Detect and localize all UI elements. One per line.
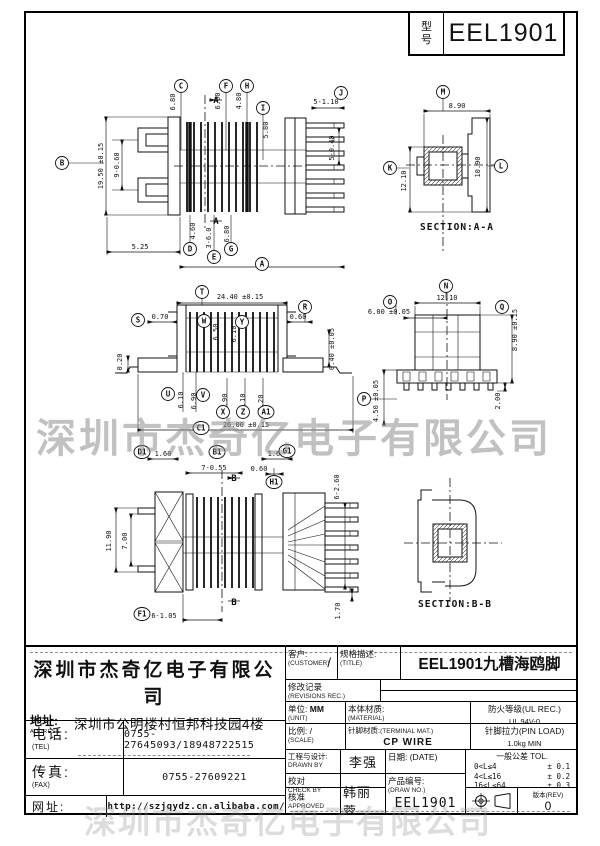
address-label: 地址:: [30, 714, 58, 728]
revisions-cell: 修改记录 (REVISIONS REC.): [286, 680, 381, 701]
date-label: 日期: (DATE): [388, 752, 438, 762]
revisions-entries: [381, 680, 578, 701]
fax-value: 0755-27609221: [162, 771, 247, 783]
drawno-label: 产品编号:: [388, 776, 425, 786]
tel-label: 电话:: [32, 726, 70, 742]
terminal-label: 针脚材质:: [348, 726, 381, 735]
unit-label-en: (UNIT): [288, 715, 308, 722]
revisions-label: 修改记录: [288, 682, 323, 692]
approve-name: 韩丽蓉: [343, 785, 372, 815]
drawn-label-en: DRAWN BY: [288, 762, 323, 769]
watermark-dash-line: [78, 755, 250, 756]
revision-label: 版本(REV): [532, 792, 564, 799]
revisions-label-en: (REVISIONS REC.): [288, 693, 346, 700]
spec-cell: 规格描述: (TITLE): [338, 647, 401, 679]
tol-value: ± 0.2: [547, 771, 570, 781]
tol-value: ± 0.1: [547, 762, 570, 771]
tel-value: 0755-27645093/18948722515: [124, 728, 255, 751]
tol-value: ± 0.3: [547, 781, 570, 790]
fire-label: 防火等级(UL REC.): [488, 704, 561, 714]
tolerance-title: 一般公差 TOL.: [496, 752, 548, 761]
fire-value: UL 94V-0: [509, 717, 540, 723]
fax-row: 传真: (FAX) 0755-27609221: [24, 758, 285, 795]
check-label: 校对: [288, 776, 306, 786]
customer-cell: 客户: (CUSTOMER) /: [286, 647, 338, 679]
pin-load-cell: 针脚拉力(PIN LOAD) 1.0kg MIN: [471, 724, 578, 749]
customer-value: /: [327, 655, 331, 670]
approve-label: 核准: [288, 792, 306, 802]
web-row: 网址: http://szjqydz.cn.alibaba.com/: [24, 795, 285, 817]
fax-label-en: (FAX): [32, 782, 50, 789]
spec-label: 规格描述:: [340, 649, 377, 659]
tel-label-en: (TEL): [32, 744, 50, 751]
pinload-label: 针脚拉力(PIN LOAD): [484, 726, 565, 736]
model-value: EEL1901: [448, 19, 559, 47]
material-label: 本体材质:: [348, 704, 385, 714]
terminal-cell: 针脚材质:(TERMINAL MAT.) CP WIRE: [346, 724, 471, 749]
fax-label: 传真:: [32, 764, 70, 780]
terminal-label-en: (TERMINAL MAT.): [380, 728, 434, 735]
web-label: 网址:: [32, 800, 66, 814]
tolerance-table: 一般公差 TOL. 0<L≤4 ± 0.1 4<L≤16 ± 0.2 16<L≤64…: [466, 750, 578, 790]
scale-label-en: (SCALE): [288, 737, 314, 744]
approve-label-en: APPROVED: [288, 803, 325, 810]
tol-range: 16<L≤64: [474, 781, 506, 790]
tel-row: 电话: (TEL) 0755-27645093/18948722515: [24, 720, 285, 758]
title-block-right: 客户: (CUSTOMER) / 规格描述: (TITLE) EEL1901九槽…: [285, 647, 578, 815]
fire-rating-cell: 防火等级(UL REC.) UL 94V-0: [471, 702, 578, 723]
tolerance-column: 一般公差 TOL. 0<L≤4 ± 0.1 4<L≤16 ± 0.2 16<L≤64…: [466, 750, 578, 815]
scale-label: 比例:: [288, 726, 308, 736]
model-label-cell: 型号: [410, 13, 444, 54]
scale-cell: 比例: / (SCALE): [286, 724, 346, 749]
signature-names-column: 李强 韩丽蓉: [341, 750, 386, 815]
title-block-left: 深圳市杰奇亿电子有限公司 地址: ADDRESS 深圳市公明楼村恒邦科技园4楼 …: [24, 647, 285, 817]
unit-label: 单位:: [288, 704, 308, 714]
terminal-value: CP WIRE: [383, 737, 433, 748]
address-label-en: ADDRESS: [30, 729, 61, 735]
sheet-border-frame: [24, 11, 578, 815]
web-value: http://szjqydz.cn.alibaba.com/: [107, 801, 285, 812]
check-name: [341, 774, 385, 788]
customer-label-en: (CUSTOMER): [288, 660, 330, 667]
unit-value: MM: [309, 704, 324, 714]
drawno-value: EEL1901: [394, 796, 457, 811]
model-number-box: 型号 EEL1901: [408, 11, 565, 56]
revision-cell: 版本(REV) 0: [518, 788, 578, 814]
spec-value: EEL1901九槽海鸥脚: [418, 656, 561, 673]
drawn-name: 李强: [341, 750, 385, 774]
drawno-label-en: (DRAW NO.): [388, 787, 426, 794]
projection-cell: [466, 788, 518, 814]
company-name: 深圳市杰奇亿电子有限公司: [33, 660, 276, 708]
material-label-en: (MATERIAL): [348, 715, 385, 722]
customer-label: 客户:: [288, 649, 308, 659]
material-cell: 本体材质: (MATERIAL): [346, 702, 471, 723]
tol-range: 0<L≤4: [474, 762, 497, 771]
check-label-en: CHECK BY: [288, 787, 322, 794]
title-block: 深圳市杰奇亿电子有限公司 地址: ADDRESS 深圳市公明楼村恒邦科技园4楼 …: [24, 645, 578, 817]
drawn-label: 工程与设计:: [288, 752, 328, 761]
model-label: 型号: [421, 20, 432, 46]
company-address-cell: 深圳市杰奇亿电子有限公司 地址: ADDRESS 深圳市公明楼村恒邦科技园4楼: [24, 647, 285, 735]
watermark-dash-line: [290, 811, 570, 812]
unit-cell: 单位: MM (UNIT): [286, 702, 346, 723]
scale-value: /: [309, 726, 313, 736]
revision-value: 0: [544, 799, 552, 813]
third-angle-projection-icon: [471, 793, 510, 809]
signature-labels-column: 工程与设计: DRAWN BY 校对 CHECK BY 核准 APPROVED: [286, 750, 341, 815]
watermark-dash-line: [30, 652, 572, 653]
pinload-value: 1.0kg MIN: [507, 739, 542, 748]
spec-label-en: (TITLE): [340, 660, 363, 667]
tol-range: 4<L≤16: [474, 771, 502, 781]
date-drawno-column: 日期: (DATE) 产品编号: (DRAW NO.) EEL1901: [386, 750, 466, 815]
